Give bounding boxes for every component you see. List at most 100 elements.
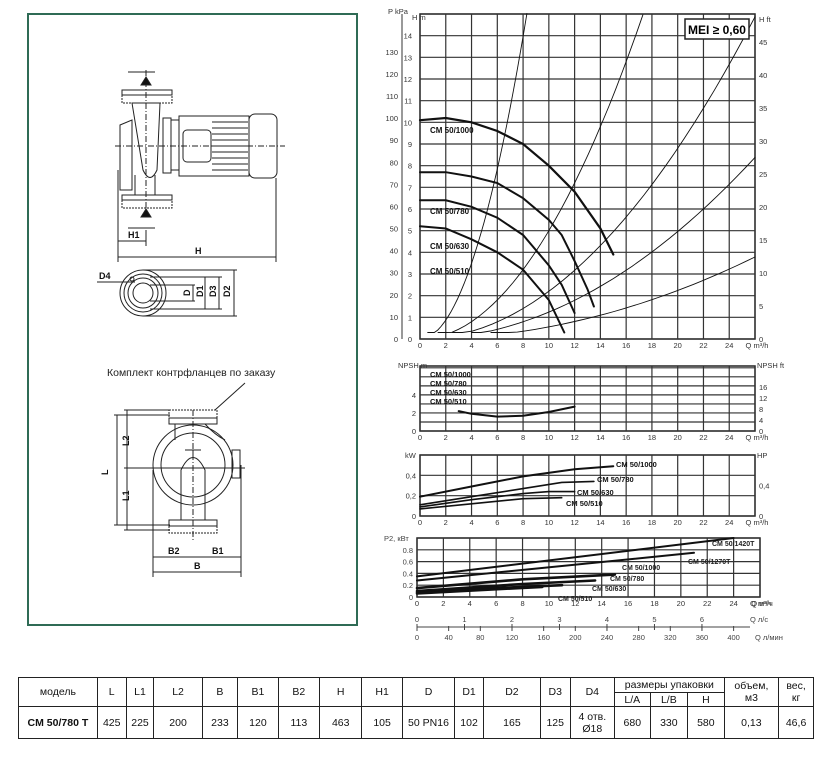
- dim-label-d2: D2: [222, 285, 232, 297]
- x-tick-label: 24: [725, 433, 733, 442]
- x-tick-label: 20: [677, 599, 685, 608]
- power-curve: [419, 496, 563, 510]
- system-curve: [471, 156, 756, 333]
- x-tick-label: 18: [650, 599, 658, 608]
- y-tick-label-m: 13: [404, 53, 412, 62]
- x-tick-label: 0: [415, 599, 419, 608]
- x-tick-label: 16: [624, 599, 632, 608]
- col-header: модель: [18, 677, 98, 707]
- cell: 463: [319, 706, 363, 739]
- x-tick-label: 2: [444, 433, 448, 442]
- dim-label-d3: D3: [208, 285, 218, 297]
- y-tick-label: 0.6: [403, 558, 413, 567]
- col-header: L2: [153, 677, 203, 707]
- y-tick-label-kpa: 30: [390, 269, 398, 278]
- x-tick-label: 18: [648, 518, 656, 527]
- ls-tick-label: 5: [652, 615, 656, 624]
- x-tick-label: 22: [699, 341, 707, 350]
- y-tick-label-kpa: 0: [394, 335, 398, 344]
- y-tick-label: 0: [412, 512, 416, 521]
- y-tick-label-ft: 45: [759, 38, 767, 47]
- p2-curve: [415, 573, 617, 590]
- pump-curve-label: CM 50/630: [430, 242, 470, 251]
- p2-axis-label: P2, кВт: [384, 534, 409, 543]
- y-tick-label-ft: 40: [759, 71, 767, 80]
- system-curve: [427, 13, 528, 333]
- pump-curve-label: CM 50/1000: [430, 126, 474, 135]
- y-tick-label: 2: [412, 409, 416, 418]
- y-tick-label: 0: [409, 593, 413, 602]
- cell: 165: [482, 706, 541, 739]
- x-tick-label: 14: [596, 518, 604, 527]
- y-tick-label-kpa: 110: [386, 92, 398, 101]
- dim-label-l2: L2: [121, 435, 131, 446]
- p2-curve: [416, 537, 735, 578]
- cell: 225: [125, 706, 155, 739]
- table-header-row: модель L L1 L2 B B1 B2 H H1 D D1 D2 D3 D…: [18, 677, 814, 707]
- x-tick-label: 2: [444, 518, 448, 527]
- x-tick-label: 20: [674, 341, 682, 350]
- m-axis-label: H m: [412, 13, 426, 22]
- x-tick-label: 0: [418, 341, 422, 350]
- npsh-axis-label: NPSH m: [398, 361, 427, 370]
- lmin-axis-label: Q л/мин: [755, 633, 783, 642]
- p2-curve-label: CM 50/1420T: [712, 541, 755, 548]
- x-tick-label: 12: [570, 518, 578, 527]
- power-curve: [419, 480, 595, 506]
- x-tick-label: 18: [648, 433, 656, 442]
- counter-flange-note: Комплект контрфланцев по заказу: [107, 367, 276, 379]
- y-tick-label-hp: 0: [759, 512, 763, 521]
- pump-curve: [419, 225, 566, 334]
- x-tick-label: 4: [469, 518, 473, 527]
- y-tick-label-m: 3: [408, 270, 412, 279]
- y-tick-label-kpa: 20: [390, 291, 398, 300]
- lmin-tick-label: 240: [601, 633, 614, 642]
- table-row: CM 50/780 T 425 225 200 233 120 113 463 …: [18, 706, 814, 739]
- x-tick-label: 10: [545, 518, 553, 527]
- x-tick-label: 6: [495, 433, 499, 442]
- x-tick-label: 6: [494, 599, 498, 608]
- dim-label-b2: B2: [168, 546, 180, 556]
- y-tick-label: 0,4: [406, 471, 416, 480]
- col-header: D4: [569, 677, 616, 707]
- flange-view: [97, 269, 237, 317]
- y-tick-label-ft: 20: [759, 203, 767, 212]
- y-tick-label-m: 5: [408, 227, 412, 236]
- pump-front-view: [114, 382, 246, 577]
- kpa-axis-label: P kPa: [388, 7, 409, 16]
- col-header: D2: [482, 677, 541, 707]
- x-tick-label: 0: [418, 518, 422, 527]
- col-header: B: [201, 677, 239, 707]
- pump-curve: [419, 171, 595, 308]
- y-tick-label: 0.2: [403, 581, 413, 590]
- y-tick-label: 0: [412, 427, 416, 436]
- y-tick-label-kpa: 90: [390, 136, 398, 145]
- y-tick-label-ft: 5: [759, 302, 763, 311]
- col-header: L: [96, 677, 127, 707]
- x-tick-label: 22: [699, 433, 707, 442]
- col-header: L1: [125, 677, 155, 707]
- dim-label-b: B: [194, 561, 201, 571]
- x-tick-label: 18: [648, 341, 656, 350]
- col-header: B2: [277, 677, 321, 707]
- y-tick-label: 0.4: [403, 569, 413, 578]
- x-tick-label: 16: [622, 433, 630, 442]
- x-tick-label: 20: [674, 433, 682, 442]
- system-curve: [437, 14, 644, 333]
- col-header: B1: [237, 677, 279, 707]
- y-tick-label-kpa: 120: [385, 70, 398, 79]
- dim-label-l: L: [100, 469, 110, 475]
- d4-line1: 4 отв.: [578, 710, 607, 723]
- col-header: H1: [361, 677, 403, 707]
- p2-curve-label: CM 50/1270T: [688, 559, 731, 566]
- x-tick-label: 24: [725, 518, 733, 527]
- dim-label-b1: B1: [212, 546, 224, 556]
- ft-axis-label: H ft: [759, 15, 772, 24]
- x-tick-label: 4: [469, 433, 473, 442]
- cell: 200: [153, 706, 203, 739]
- y-tick-label-m: 9: [408, 140, 412, 149]
- lmin-tick-label: 80: [476, 633, 484, 642]
- col-header: D3: [539, 677, 571, 707]
